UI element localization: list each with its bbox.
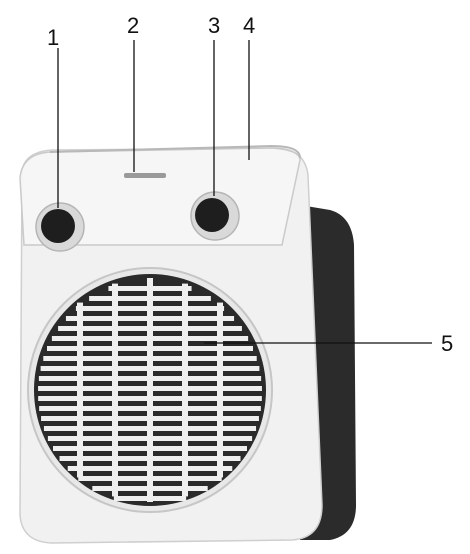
callout-2: 2 [127,13,139,38]
knob-icon [195,198,229,232]
knob-icon [41,209,75,243]
callout-3: 3 [208,13,220,38]
grille-rib [182,284,188,497]
grille-rib [112,284,118,497]
callout-4: 4 [243,13,255,38]
fan-grille [28,268,272,512]
indicator-light [124,173,166,178]
grille-rib [147,278,153,502]
callout-1: 1 [47,25,59,50]
grille-rib [217,303,223,478]
callout-5: 5 [441,331,453,356]
grille-rib [77,303,83,478]
knob-right [191,192,239,240]
knob-left [36,203,84,251]
